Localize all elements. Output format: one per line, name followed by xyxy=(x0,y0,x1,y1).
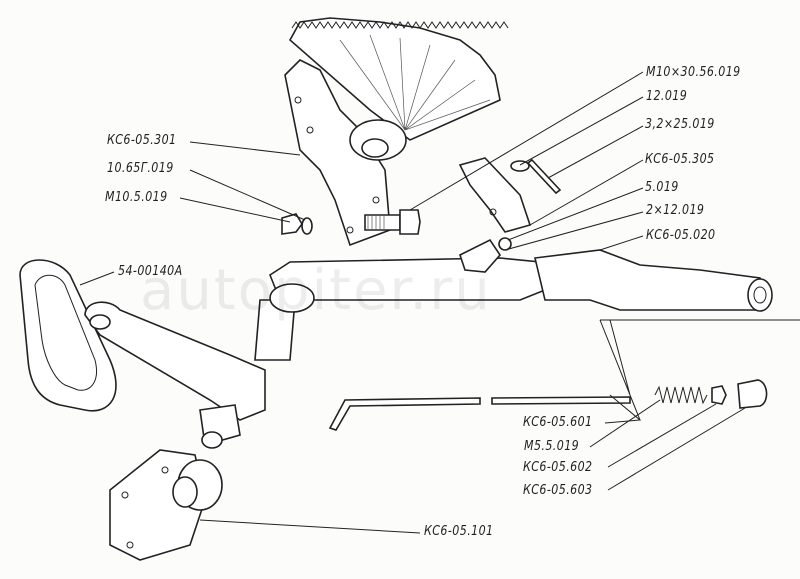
cap-603 xyxy=(737,379,768,409)
lever-305 xyxy=(458,157,562,233)
shaft-020 xyxy=(269,237,773,312)
callout-ks6-301: КС6-05.301 xyxy=(107,133,177,148)
callout-ks6-603: КС6-05.603 xyxy=(523,483,593,498)
watermark: autopiter.ru xyxy=(140,258,492,323)
callout-pin2x12: 2×12.019 xyxy=(646,203,705,218)
nut-m10 xyxy=(281,213,313,235)
callout-nut-m10: M10.5.019 xyxy=(105,190,168,205)
callout-ks6-020: КС6-05.020 xyxy=(646,228,716,243)
leader-lines xyxy=(79,71,800,534)
callout-ks6-101: КС6-05.101 xyxy=(424,524,494,539)
callout-washer12: 12.019 xyxy=(646,89,688,104)
bracket-101 xyxy=(109,449,223,561)
callout-pad: 54-00140А xyxy=(118,264,183,279)
rod-601 xyxy=(328,396,631,431)
callout-ks6-601: КС6-05.601 xyxy=(523,415,593,430)
spring-602 xyxy=(654,385,708,405)
pedal-pad xyxy=(19,259,117,412)
callout-ks6-602: КС6-05.602 xyxy=(523,460,593,475)
callout-washer5: 5.019 xyxy=(645,180,679,195)
bracket-301 xyxy=(284,59,407,247)
bolt-m10 xyxy=(364,209,421,235)
nut-m5 xyxy=(711,385,727,405)
callout-ks6-305: КС6-05.305 xyxy=(645,152,715,167)
callout-m10x30: M10×30.56.019 xyxy=(646,65,741,80)
pedal-lever xyxy=(84,283,315,449)
callout-nut-m5: M5.5.019 xyxy=(524,439,580,454)
callout-cotter: 3,2×25.019 xyxy=(645,117,715,132)
callout-spring-washer: 10.65Г.019 xyxy=(107,161,174,176)
